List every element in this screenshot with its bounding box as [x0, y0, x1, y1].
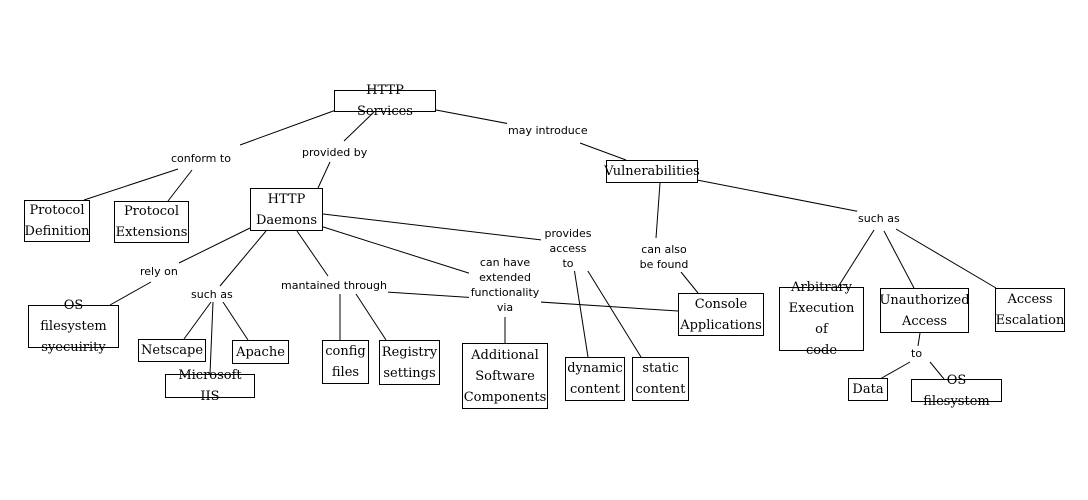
connector: [317, 161, 331, 189]
concept-http-daemons: HTTP Daemons: [250, 188, 323, 231]
link-such-as-vulnerabilities: such as: [857, 211, 901, 226]
connector: [837, 229, 875, 288]
link-conform-to: conform to: [170, 151, 232, 166]
concept-registry-settings: Registry settings: [379, 340, 440, 385]
concept-protocol-extensions: Protocol Extensions: [114, 201, 189, 243]
connector: [83, 168, 179, 201]
connector: [167, 169, 193, 202]
link-such-as-daemons: such as: [190, 287, 234, 302]
connector: [296, 230, 329, 277]
connector: [322, 213, 543, 241]
connector: [579, 142, 627, 161]
connector: [573, 267, 589, 358]
connector: [183, 301, 212, 340]
connector: [585, 267, 642, 358]
connector: [655, 182, 661, 239]
concept-http-services: HTTP Services: [334, 83, 436, 119]
connector: [355, 293, 387, 341]
connector: [680, 271, 699, 294]
concept-unauthorized-access: Unauthorized Access: [879, 288, 970, 333]
connector: [917, 332, 921, 347]
concept-protocol-definition: Protocol Definition: [24, 200, 90, 242]
concept-vulnerabilities: Vulnerabilities: [604, 160, 700, 183]
connector: [219, 230, 267, 287]
connector: [895, 228, 997, 289]
connector: [929, 361, 945, 380]
connector: [109, 281, 152, 306]
connector: [209, 301, 214, 375]
concept-console-applications: Console Applications: [678, 293, 764, 336]
concept-access-escalation: Access Escalation: [995, 288, 1065, 332]
connector: [343, 111, 375, 142]
concept-os-filesystem-security: OS filesystem syecuirity: [28, 298, 119, 355]
connector: [222, 301, 249, 341]
concept-config-files: config files: [322, 340, 369, 384]
concept-netscape: Netscape: [138, 339, 206, 362]
link-maintained-through: mantained through: [280, 278, 388, 293]
link-provided-by: provided by: [301, 145, 369, 160]
link-extended-functionality-via: can have extended functionality via: [469, 255, 541, 315]
connector: [879, 361, 911, 380]
concept-dynamic-content: dynamic content: [565, 357, 625, 401]
connector: [316, 224, 479, 277]
connector: [883, 230, 915, 289]
concept-additional-software-components: Additional Software Components: [462, 343, 548, 409]
link-provides-access-to: provides access to: [541, 226, 595, 271]
link-to: to: [910, 346, 924, 361]
connector: [435, 109, 511, 125]
concept-arbitrary-execution-of-code: Arbitrary Execution of code: [779, 280, 864, 358]
link-may-introduce: may introduce: [507, 123, 589, 138]
link-can-also-be-found: can also be found: [636, 242, 692, 272]
concept-microsoft-iis: Microsoft IIS: [165, 368, 255, 404]
concept-os-filesystem: OS filesystem: [911, 373, 1002, 409]
concept-data: Data: [848, 378, 888, 401]
connector: [239, 109, 337, 146]
connector: [178, 227, 251, 264]
link-rely-on: rely on: [139, 264, 179, 279]
connector: [696, 179, 867, 214]
concept-static-content: static content: [632, 357, 689, 401]
concept-apache: Apache: [232, 340, 289, 364]
